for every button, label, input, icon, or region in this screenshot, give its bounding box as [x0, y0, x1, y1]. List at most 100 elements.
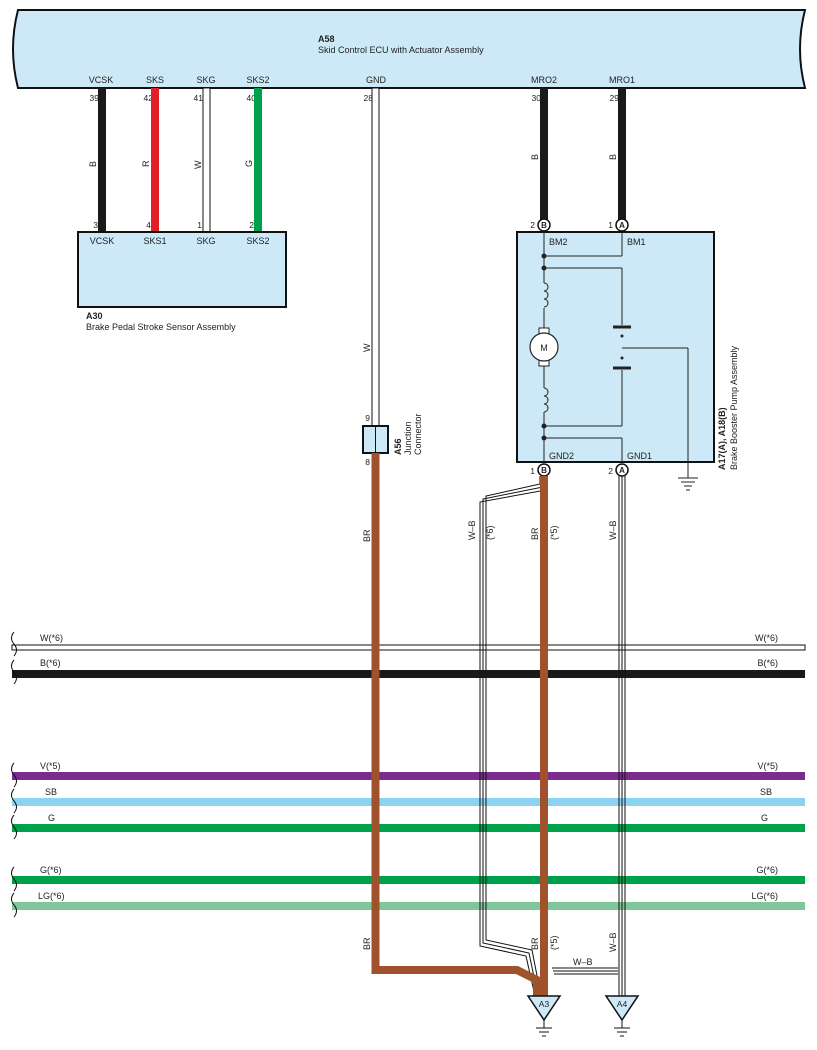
a30-term-vcsk: VCSK	[90, 236, 115, 246]
pump-conn-gnd2: B	[541, 466, 547, 475]
ground-a4-label: A4	[617, 999, 628, 1009]
bus-g-label-left: G	[48, 813, 55, 823]
a30-pin-3: 3	[93, 220, 98, 230]
wire-skg-color: W	[193, 160, 203, 169]
a58-code: A58	[318, 34, 335, 44]
wire-mro2-color: B	[530, 154, 540, 160]
body-ground-icon	[678, 477, 698, 491]
a30-term-sks2: SKS2	[246, 236, 269, 246]
a58-term-gnd: GND	[366, 75, 387, 85]
pump-term-gnd2: GND2	[549, 451, 574, 461]
wire-mro1	[618, 88, 626, 220]
pump-term-gnd1: GND1	[627, 451, 652, 461]
wire-gnd1-color: W–B	[608, 520, 618, 540]
a58-pin-42: 42	[144, 93, 154, 103]
a30-sensor-box: 3 4 1 2 VCSK SKS1 SKG SKS2 A30 Brake Ped…	[77, 220, 287, 332]
bus-v5-label-left: V(*5)	[40, 761, 61, 771]
bus-w6	[11, 644, 806, 651]
wire-gnd-color: W	[362, 343, 372, 352]
a58-term-mro1: MRO1	[609, 75, 635, 85]
bus-g6-label-right: G(*6)	[756, 865, 778, 875]
pump-pin-bm1: 1	[608, 220, 613, 230]
bus-b6-label-right: B(*6)	[757, 658, 778, 668]
pump-conn-bm2: B	[541, 221, 547, 230]
a58-pin-29: 29	[610, 93, 620, 103]
bus-g6-label-left: G(*6)	[40, 865, 62, 875]
motor-label: M	[540, 343, 548, 353]
a56-pin-8: 8	[365, 457, 370, 467]
wire-sks2-color: G	[244, 160, 254, 167]
a30-pin-4: 4	[146, 220, 151, 230]
wire-sks-color: R	[141, 160, 151, 167]
bus-w6-label-left: W(*6)	[40, 633, 63, 643]
bus-v5	[12, 772, 805, 780]
wire-bottom-br-left: BR	[362, 937, 372, 950]
wire-junction-br	[371, 453, 541, 996]
a30-name: Brake Pedal Stroke Sensor Assembly	[86, 322, 236, 332]
a56-code: A56	[393, 438, 403, 455]
a58-term-mro2: MRO2	[531, 75, 557, 85]
bus-lg6	[12, 902, 805, 910]
a58-term-sks: SKS	[146, 75, 164, 85]
a30-term-skg: SKG	[196, 236, 215, 246]
wire-mro2	[540, 88, 548, 220]
wire-bottom-wb: W–B	[608, 932, 618, 952]
ground-a4: A4	[604, 995, 640, 1037]
pump-assembly-box: 2 B 1 A BM2 BM1 GND2 GND1	[516, 218, 739, 491]
ground-a3: A3	[526, 995, 562, 1037]
a56-name-2: Connector	[413, 413, 423, 455]
a58-pin-39: 39	[90, 93, 100, 103]
bus-g-label-right: G	[761, 813, 768, 823]
bus-v5-label-right: V(*5)	[757, 761, 778, 771]
pump-conn-gnd1: A	[619, 466, 625, 475]
pump-term-bm2: BM2	[549, 237, 568, 247]
bus-sb-label-left: SB	[45, 787, 57, 797]
a30-pin-1: 1	[197, 220, 202, 230]
wire-sks2	[254, 88, 262, 232]
a58-term-sks2: SKS2	[246, 75, 269, 85]
wire-sks	[151, 88, 159, 232]
wire-bottom-br-note: (*5)	[549, 935, 559, 950]
motor-relay-wires: B B	[530, 88, 626, 220]
wire-gnd2-left-color: W–B	[467, 520, 477, 540]
bus-b6-label-left: B(*6)	[40, 658, 61, 668]
a58-pin-28: 28	[364, 93, 374, 103]
bus-w6-label-right: W(*6)	[755, 633, 778, 643]
a58-ecu-box: A58 Skid Control ECU with Actuator Assem…	[12, 9, 807, 89]
pump-pin-gnd1: 2	[608, 466, 613, 476]
ground-a4-icon	[604, 995, 640, 1022]
ground-wires: W–B (*6) BR (*5) W–B BR BR (*5) W–B W–B	[362, 453, 626, 997]
motor-icon	[529, 332, 559, 362]
a30-term-sks1: SKS1	[143, 236, 166, 246]
pump-pin-gnd2: 1	[530, 466, 535, 476]
bus-wires: W(*6) B(*6) V(*5) SB G G(*6) LG(*6) W(*6…	[11, 631, 806, 918]
a30-pin-2: 2	[249, 220, 254, 230]
pump-code: A17(A), A18(B)	[717, 407, 727, 470]
pump-name: Brake Booster Pump Assembly	[729, 345, 739, 470]
wire-junction-out-color: BR	[362, 529, 372, 542]
wire-mro1-color: B	[608, 154, 618, 160]
a58-pin-40: 40	[247, 93, 257, 103]
wire-bottom-br: BR	[530, 937, 540, 950]
pump-term-bm1: BM1	[627, 237, 646, 247]
wire-gnd2-mid-color: BR	[530, 527, 540, 540]
bus-lg6-label-right: LG(*6)	[751, 891, 778, 901]
wire-gnd2-left-note: (*6)	[485, 525, 495, 540]
a58-pin-30: 30	[532, 93, 542, 103]
wire-vcsk	[98, 88, 106, 232]
wire-gnd	[371, 87, 380, 427]
pump-conn-bm1: A	[619, 221, 625, 230]
a56-name-1: Junction	[403, 421, 413, 455]
sensor-wires: B R W G	[88, 87, 262, 233]
wire-bottom-wb-h: W–B	[573, 957, 593, 967]
a58-pin-numbers: 39 42 41 40 28 30 29	[90, 93, 620, 103]
a58-term-vcsk: VCSK	[89, 75, 114, 85]
bus-sb-label-right: SB	[760, 787, 772, 797]
bus-b6	[12, 670, 805, 678]
a58-pin-41: 41	[194, 93, 204, 103]
ground-a3-label: A3	[539, 999, 550, 1009]
wire-gnd2-mid-note: (*5)	[549, 525, 559, 540]
a58-term-skg: SKG	[196, 75, 215, 85]
a56-pin-9: 9	[365, 413, 370, 423]
